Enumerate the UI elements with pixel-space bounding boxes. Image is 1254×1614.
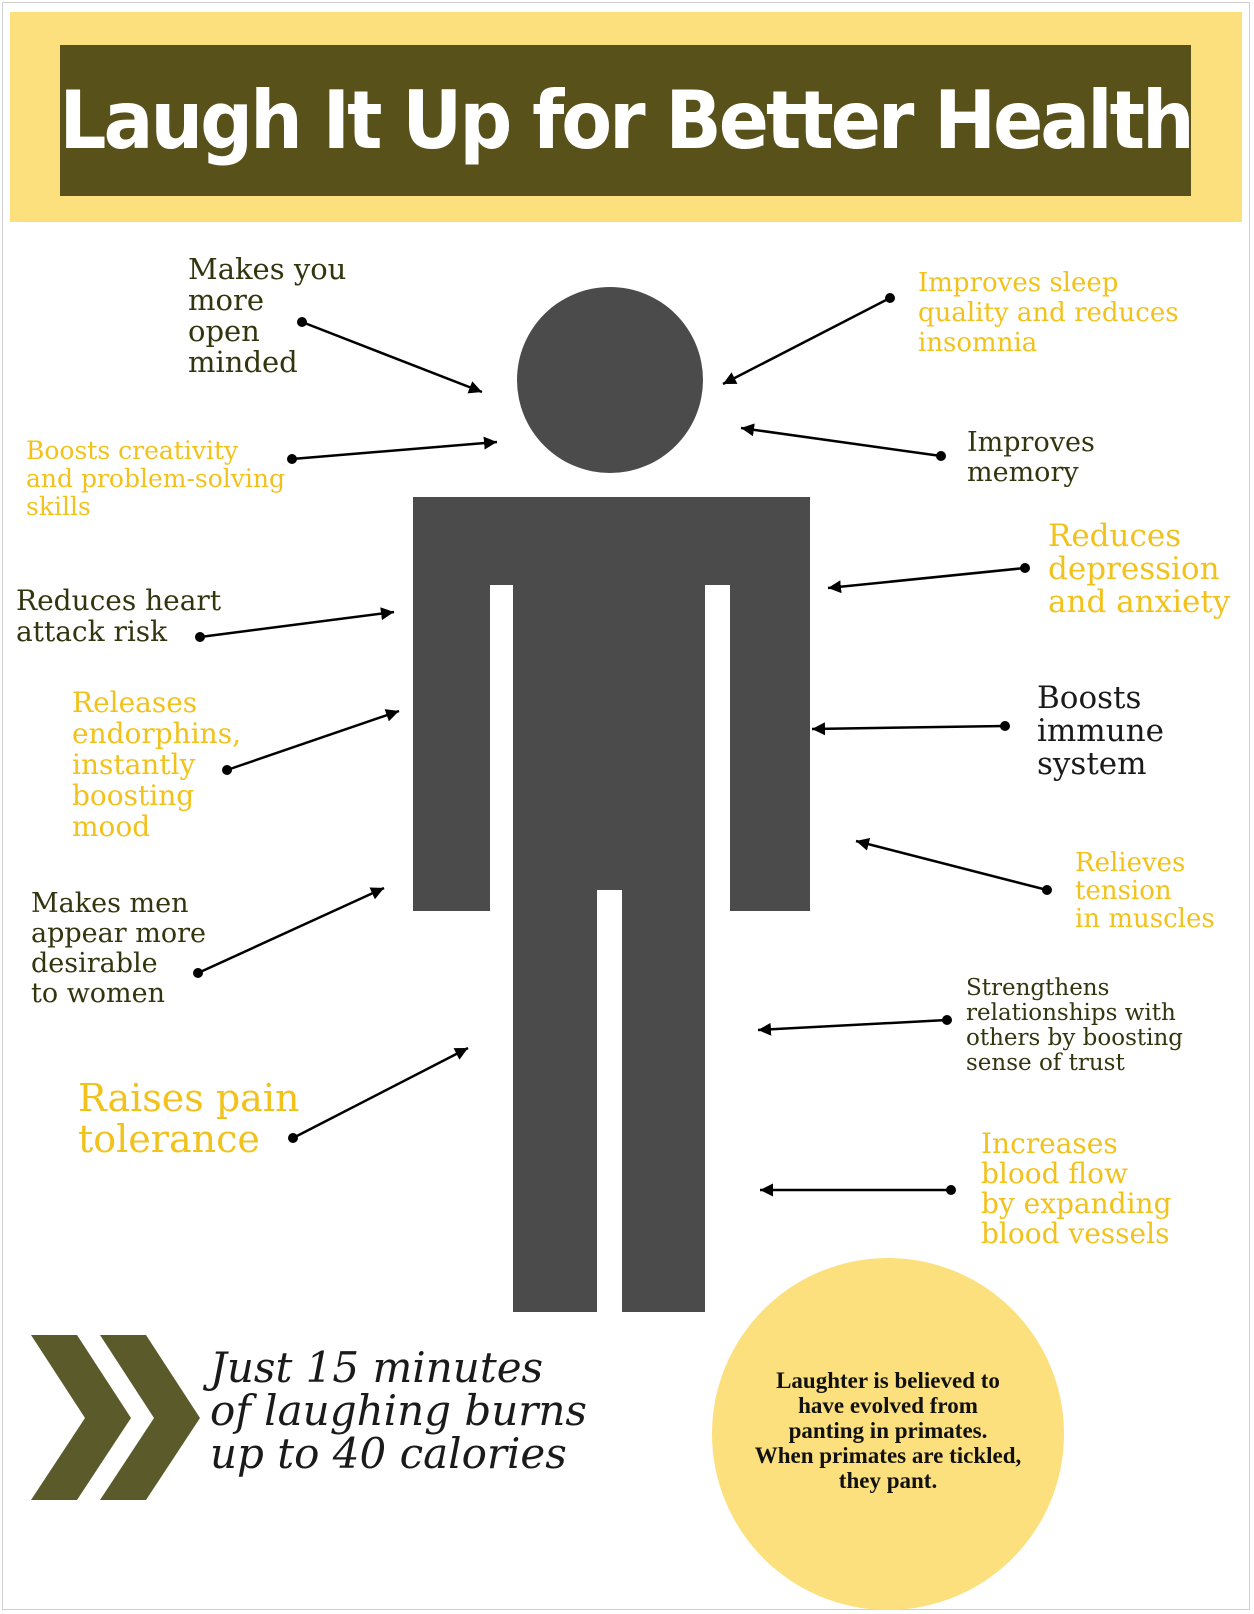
benefit-sleep: Improves sleep quality and reduces insom…	[918, 268, 1179, 358]
benefit-open-minded: Makes you more open minded	[188, 252, 347, 379]
chevron-1	[31, 1335, 131, 1500]
arrow-pain	[292, 1046, 469, 1140]
evolution-fact: Laughter is believed to have evolved fro…	[754, 1368, 1022, 1493]
arrow-depression	[827, 566, 1026, 594]
calories-fact: Just 15 minutes of laughing burns up to …	[210, 1343, 587, 1478]
arrow-creativity	[291, 436, 498, 461]
fact-circle	[712, 1258, 1064, 1610]
arrow-tail-dots	[193, 293, 1052, 1195]
arrow-endorphins	[226, 709, 400, 772]
benefit-depression: Reduces depression and anxiety	[1048, 518, 1231, 620]
arrow-relationships	[757, 1018, 948, 1036]
chevron-2	[100, 1335, 200, 1500]
benefit-memory: Improves memory	[967, 427, 1095, 488]
arrow-memory	[740, 423, 942, 458]
benefit-relationships: Strengthens relationships with others by…	[966, 975, 1184, 1076]
benefit-endorphins: Releases endorphins, instantly boosting …	[72, 686, 241, 843]
arrow-tension	[855, 837, 1048, 892]
arrow-sleep	[722, 296, 891, 386]
benefit-immune: Boosts immune system	[1037, 680, 1164, 782]
arrow-heart	[199, 607, 395, 639]
figure-body	[413, 497, 810, 1312]
figure-head	[517, 287, 703, 473]
double-chevron-right-icon	[31, 1335, 200, 1500]
person-figure-icon	[413, 287, 810, 1312]
benefit-tension: Relieves tension in muscles	[1075, 848, 1215, 934]
arrow-immune	[811, 722, 1006, 736]
benefit-heart: Reduces heart attack risk	[16, 584, 222, 648]
arrow-open-minded	[301, 320, 483, 394]
benefit-blood-flow: Increases blood flow by expanding blood …	[981, 1127, 1172, 1250]
benefit-creativity: Boosts creativity and problem-solving sk…	[26, 436, 286, 521]
benefit-pain: Raises pain tolerance	[78, 1076, 300, 1161]
benefit-desirable: Makes men appear more desirable to women	[31, 888, 206, 1009]
arrow-desirable	[197, 886, 385, 975]
page-title: Laugh It Up for Better Health	[59, 74, 1194, 167]
title-banner: Laugh It Up for Better Health	[59, 45, 1195, 196]
